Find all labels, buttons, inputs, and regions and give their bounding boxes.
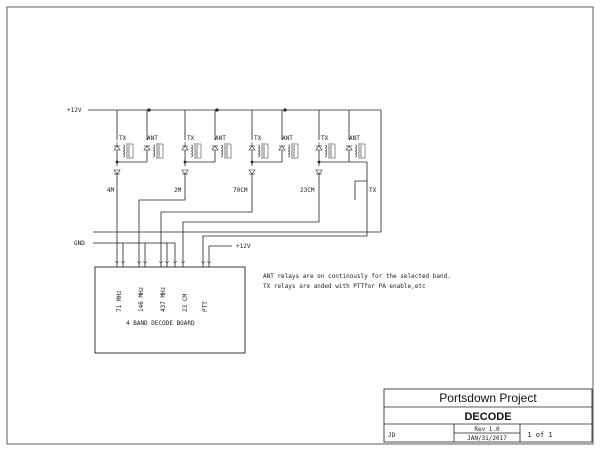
tx-relay-label: TX	[321, 135, 329, 142]
project-title: Portsdown Project	[439, 391, 537, 405]
signal-routing	[116, 162, 368, 255]
note-line-1: ANT relays are on continously for the se…	[263, 273, 451, 280]
relay-group-23cm: TX ANT	[315, 110, 366, 184]
band-label-4m: 4M	[107, 187, 115, 194]
title-block: Portsdown Project DECODE Rev 1.0 JAN/31/…	[383, 388, 593, 443]
pin-label-71mhz: 71 MHz	[116, 290, 123, 312]
revision-label: Rev 1.0	[474, 426, 500, 433]
ant-relay-label: ANT	[282, 135, 293, 142]
board-pins	[114, 255, 212, 267]
tx-line-label: TX	[369, 187, 377, 194]
ground-rail: GND	[74, 240, 176, 255]
pin-label-146mhz: 146 MHz	[138, 286, 145, 312]
supply-rail-top: +12V	[67, 107, 382, 233]
relay-groups: TX ANT TX ANT TX ANT TX ANT	[113, 110, 367, 184]
pin-label-ptt: PTT	[202, 301, 209, 312]
author-label: JD	[388, 432, 396, 439]
band-label-2m: 2M	[174, 187, 182, 194]
tx-relay-label: TX	[254, 135, 262, 142]
tx-relay: TX	[181, 110, 202, 184]
band-label-70cm: 70CM	[233, 187, 248, 194]
supply-rail-right: +12V	[208, 243, 251, 255]
ant-relay: ANT	[183, 110, 232, 164]
ant-relay: ANT	[317, 110, 366, 164]
board-label: 4 BAND DECODE BOARD	[126, 320, 195, 327]
decode-board: 71 MHz 146 MHz 437 MHz 23 CM PTT 4 BAND …	[94, 255, 246, 354]
sheet-name: DECODE	[464, 411, 511, 423]
pin-label-23cm: 23 CM	[182, 294, 189, 312]
relay-group-2m: TX ANT	[181, 110, 232, 184]
band-label-23cm: 23CM	[300, 187, 315, 194]
tx-relay-label: TX	[187, 135, 195, 142]
gnd-label: GND	[74, 240, 85, 247]
tx-relay: TX	[248, 110, 269, 184]
drawing-border	[6, 6, 594, 445]
tx-relay-label: TX	[119, 135, 127, 142]
pin-label-437mhz: 437 MHz	[160, 286, 167, 312]
ant-relay-label: ANT	[147, 135, 158, 142]
ant-relay-label: ANT	[215, 135, 226, 142]
ant-relay: ANT	[115, 110, 164, 164]
tx-relay: TX	[113, 110, 134, 184]
supply-top-label: +12V	[67, 107, 82, 114]
supply-right-label: +12V	[236, 243, 251, 250]
ant-relay-label: ANT	[349, 135, 360, 142]
relay-group-4m: TX ANT	[113, 110, 164, 184]
page-label: 1 of 1	[527, 431, 552, 439]
note-line-2: TX relays are anded with PTTfor PA enabl…	[263, 283, 426, 290]
ant-relay: ANT	[250, 110, 299, 164]
relay-group-70cm: TX ANT	[248, 110, 299, 184]
date-label: JAN/31/2017	[467, 435, 507, 442]
tx-relay: TX	[315, 110, 336, 184]
